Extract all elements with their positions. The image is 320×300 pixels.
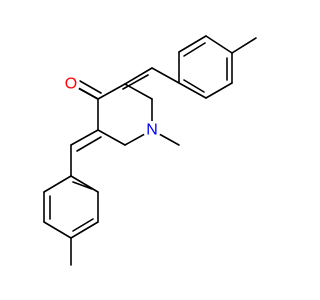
bond-ring2 <box>97 129 126 146</box>
bond-vinyl-upper <box>151 67 180 84</box>
atom-labels: O N <box>62 75 161 139</box>
bond-ring1 <box>178 82 207 99</box>
bond-ring3-inner <box>72 181 93 190</box>
bond-ring2 <box>124 83 153 100</box>
bond-ring1 <box>205 82 233 99</box>
bond-ring3 <box>70 221 99 239</box>
bond-exo-double-lower <box>70 129 99 146</box>
nitrogen-label: N <box>146 122 158 139</box>
bond-exo-double-lower <box>76 136 102 152</box>
bonds <box>43 35 257 266</box>
bond-exo-double-upper <box>122 74 149 90</box>
bond-ring1-inner <box>183 79 205 93</box>
nitrogen-atom: N <box>143 121 161 139</box>
structure-canvas: O N <box>43 35 257 266</box>
bond-ring3-inner <box>72 218 94 232</box>
bond-carbonyl <box>79 80 102 94</box>
bond-ring3 <box>43 221 72 239</box>
bond-ring1 <box>178 35 207 53</box>
bond-ring3 <box>70 175 99 193</box>
bond-ring1-inner <box>183 42 206 57</box>
bond-ring1 <box>205 35 233 54</box>
bond-methyl-upper <box>231 37 257 54</box>
oxygen-atom: O <box>62 75 80 93</box>
oxygen-label: O <box>65 76 77 93</box>
bond-ring3 <box>43 175 72 193</box>
bond-exo-double-upper <box>124 67 153 85</box>
bond-ring2 <box>97 83 126 100</box>
